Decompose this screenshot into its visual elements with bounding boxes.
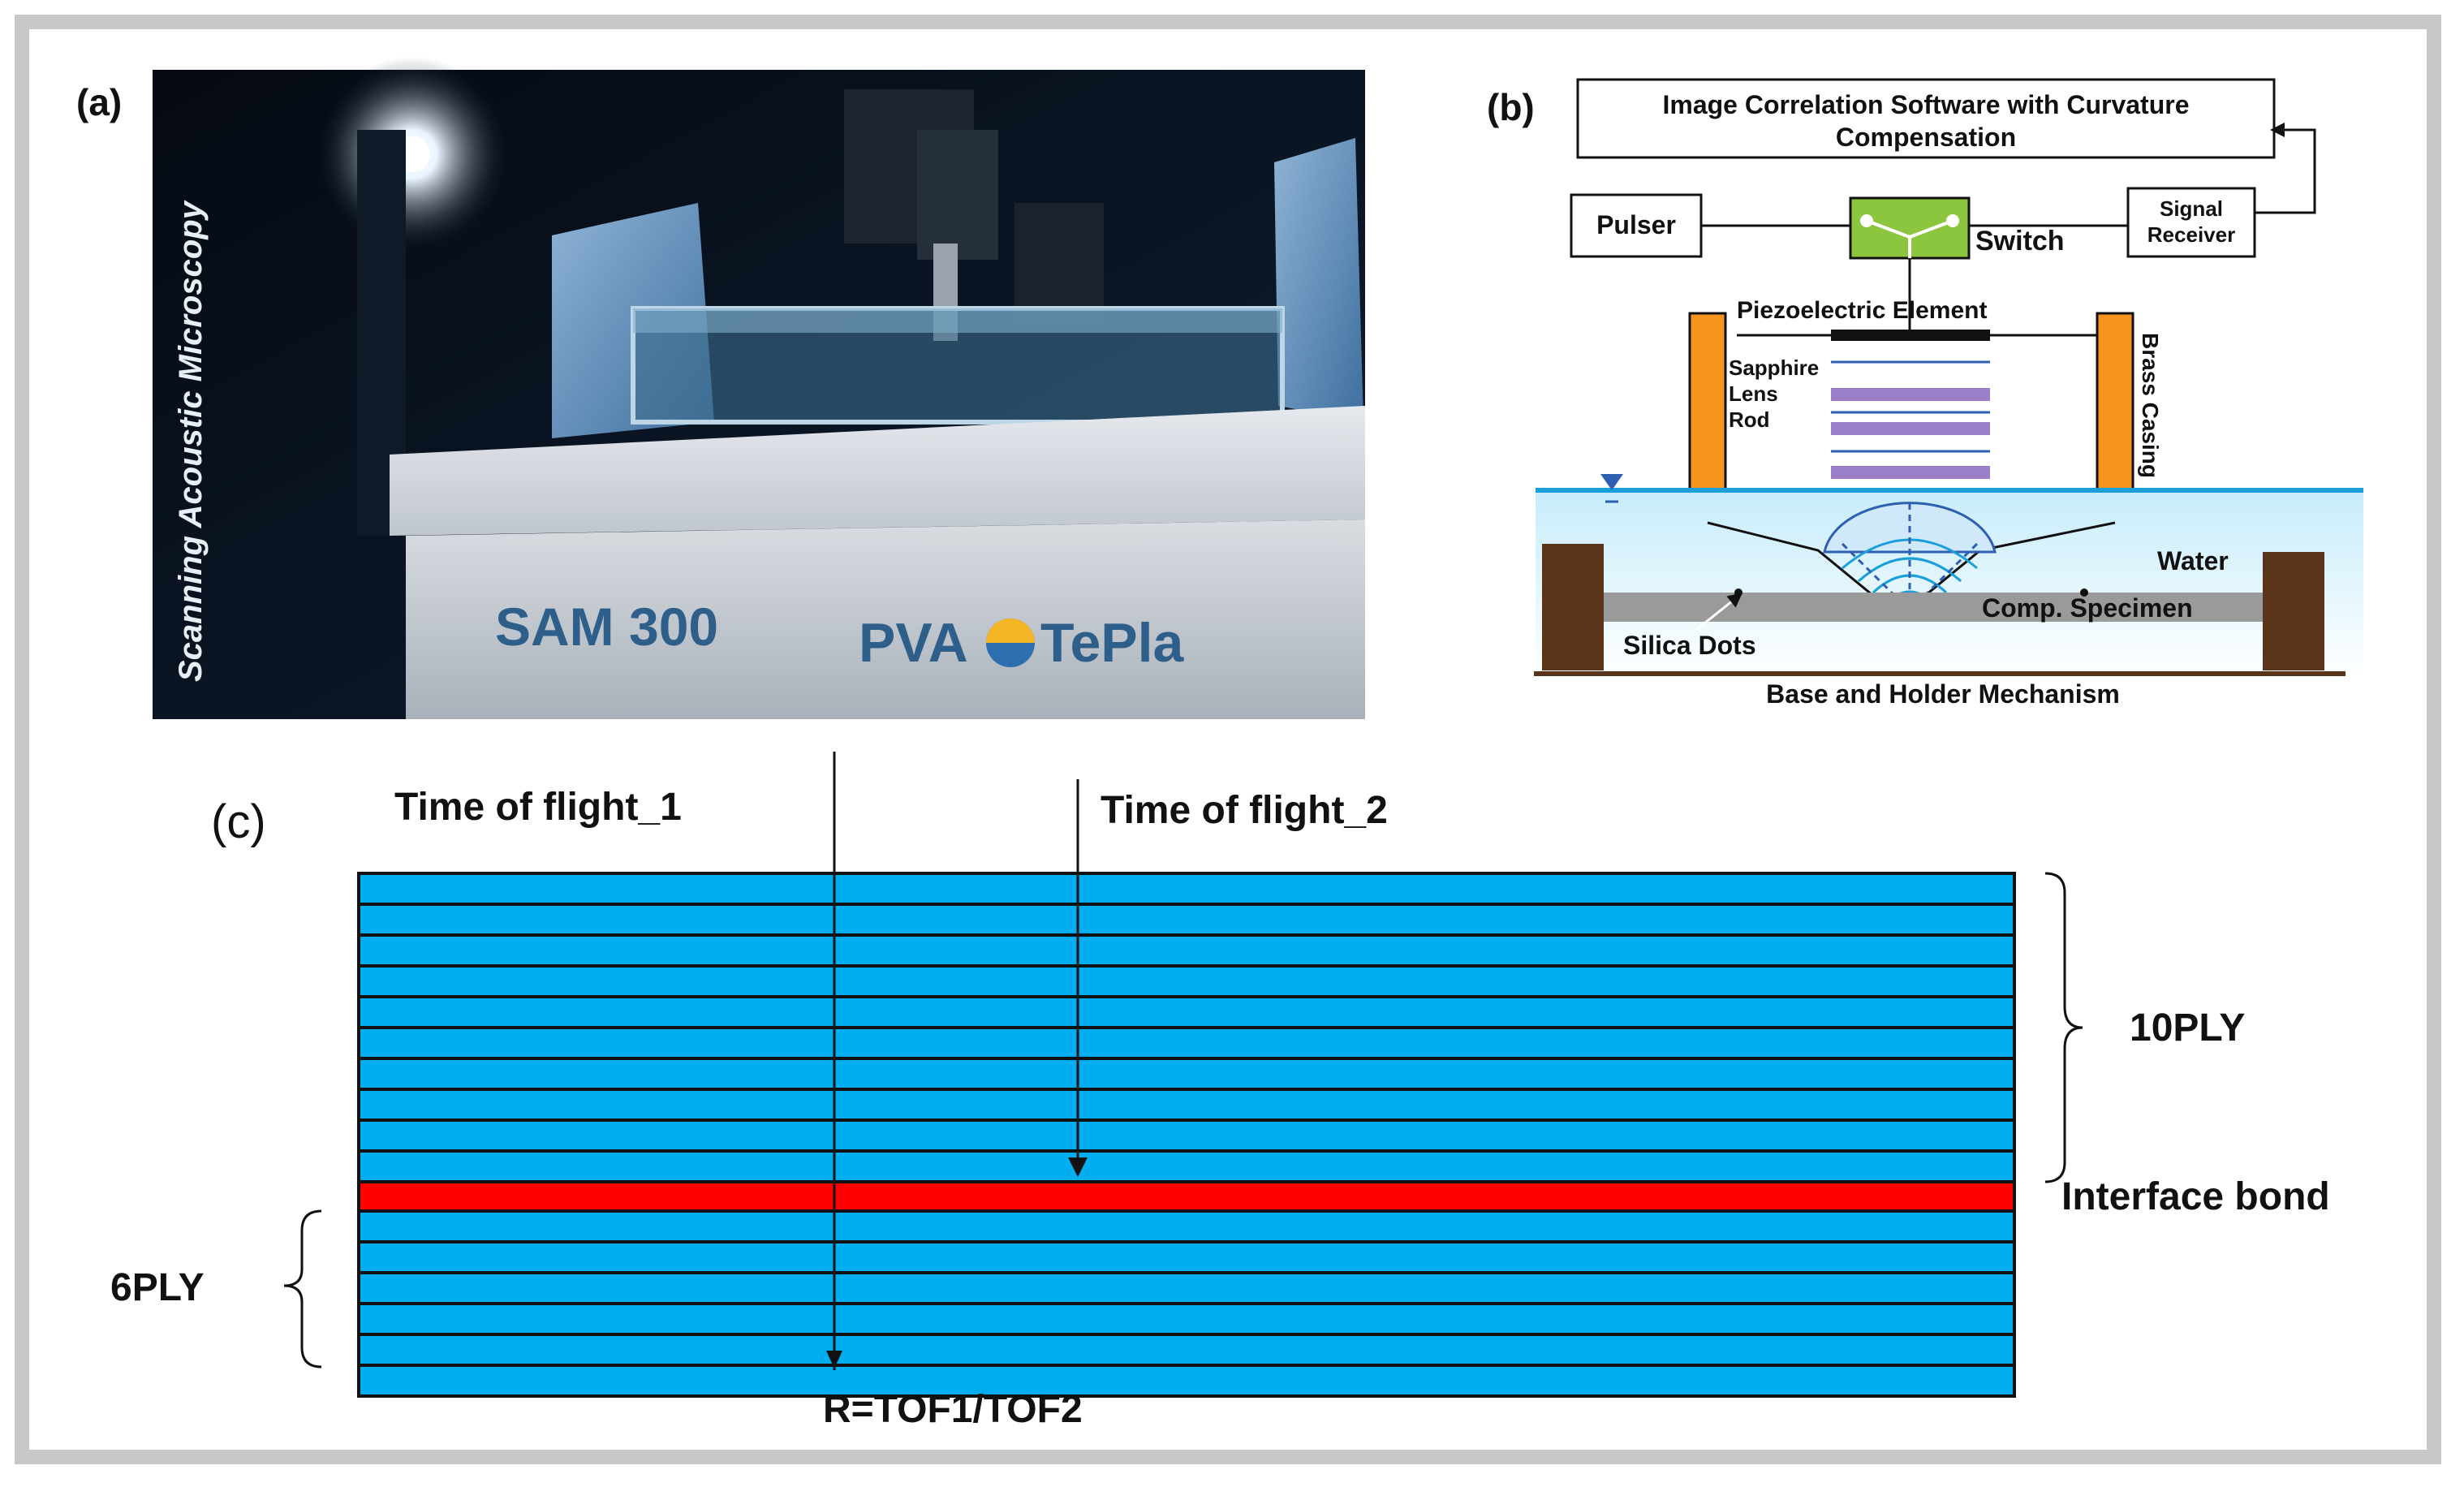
ply-layer-upper	[357, 1118, 2016, 1153]
ply-layer-lower	[357, 1302, 2016, 1336]
tof2-label: Time of flight_2	[1101, 789, 1388, 832]
photo-side-text: Scanning Acoustic Microscopy	[173, 200, 209, 682]
switch-symbol-icon	[1860, 214, 1959, 258]
software-label-line2: Compensation	[1836, 123, 2016, 152]
ply6-label: 6PLY	[110, 1266, 205, 1309]
ply-layer-lower	[357, 1364, 2016, 1398]
wiring	[1701, 123, 2316, 331]
ply10-label: 10PLY	[2130, 1006, 2245, 1050]
specimen-label: Comp. Specimen	[1982, 593, 2193, 623]
interface-bond-layer	[357, 1180, 2016, 1213]
ply-layer-upper	[357, 1088, 2016, 1122]
water-level-icon	[1600, 474, 1623, 490]
ratio-label: R=TOF1/TOF2	[823, 1388, 1083, 1431]
panel-b-label: (b)	[1487, 86, 1535, 128]
ply-layer-upper	[357, 872, 2016, 906]
signal-label-line1: Signal	[2160, 196, 2223, 221]
brand-logo-icon	[986, 619, 1035, 667]
ply-layer-lower	[357, 1240, 2016, 1274]
photo-brand-right: TePla	[1040, 612, 1185, 674]
ply-layer-upper	[357, 933, 2016, 968]
panel-c: (c) Time of flight_1 Time of flight_2 10…	[110, 752, 2330, 1431]
holder-left	[1542, 544, 1604, 670]
silica-dot	[1734, 588, 1742, 597]
brass-label: Brass Casing	[2138, 333, 2163, 478]
pulser-box	[1570, 193, 1703, 258]
interface-label: Interface bond	[2061, 1175, 2330, 1218]
laminate-stack	[357, 872, 2016, 1398]
signal-receiver-box	[2126, 187, 2256, 258]
panel-a: (a) Scanning Acoustic Microscopy SAM 300	[76, 57, 1365, 719]
photo-brand-left: PVA	[859, 612, 968, 674]
software-label-line1: Image Correlation Software with Curvatur…	[1662, 90, 2189, 119]
sapphire-lens-rod	[1831, 360, 1990, 492]
piezo-label: Piezoelectric Element	[1737, 297, 1987, 324]
panel-b: (b) Image Correlation Software with Curv…	[1487, 78, 2363, 709]
panel-a-label: (a)	[76, 81, 122, 123]
tof1-label: Time of flight_1	[394, 786, 682, 829]
lens-label-line3: Rod	[1729, 407, 1770, 432]
holder-right	[2263, 552, 2324, 670]
ply-layer-lower	[357, 1333, 2016, 1367]
photo-model-text: SAM 300	[495, 597, 718, 657]
ply6-brace	[283, 1209, 322, 1368]
signal-label-line2: Receiver	[2147, 222, 2235, 247]
ply-layer-upper	[357, 964, 2016, 998]
tof2-arrowhead	[1068, 1157, 1088, 1177]
tof1-arrowhead	[826, 1351, 842, 1368]
ply-layer-upper	[357, 1026, 2016, 1060]
software-box	[1576, 78, 2276, 159]
pulser-label: Pulser	[1596, 210, 1676, 239]
ply-layer-lower	[357, 1271, 2016, 1305]
panel-c-label: (c)	[211, 795, 266, 848]
silica-dot	[2080, 588, 2088, 597]
lens-label-line2: Lens	[1729, 381, 1778, 406]
switch-label: Switch	[1975, 226, 2065, 256]
base-label: Base and Holder Mechanism	[1766, 679, 2120, 709]
ply-layer-upper	[357, 1057, 2016, 1091]
silica-label: Silica Dots	[1623, 631, 1756, 660]
piezo-element	[1831, 330, 1990, 341]
ply-layer-upper	[357, 903, 2016, 937]
ply10-brace	[2044, 872, 2083, 1183]
sam-photo	[153, 57, 1365, 719]
ply-layer-upper	[357, 995, 2016, 1029]
lens-label-line1: Sapphire	[1729, 356, 1819, 380]
ply-layer-upper	[357, 1149, 2016, 1183]
water-label: Water	[2157, 546, 2229, 575]
ply-layer-lower	[357, 1209, 2016, 1243]
